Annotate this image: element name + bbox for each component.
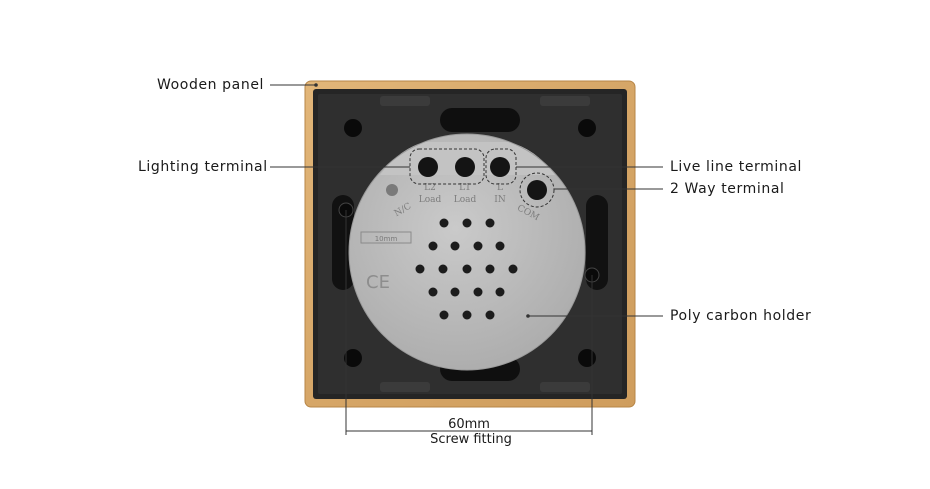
label-two-way-terminal: 2 Way terminal [670, 181, 785, 197]
live-terminal-highlight [485, 148, 517, 185]
corner-hole [344, 349, 362, 367]
vent-holes [415, 218, 518, 320]
terminal-l2 [418, 157, 438, 177]
terminal-nc [386, 184, 398, 196]
label-live-line-terminal: Live line terminal [670, 159, 803, 175]
ce-mark: CE [366, 272, 390, 293]
dimension-caption: Screw fitting [430, 432, 512, 447]
mark-in: IN [494, 195, 506, 205]
strip-gauge-label: 10mm [375, 235, 398, 243]
terminal-l1 [455, 157, 475, 177]
corner-hole [578, 349, 596, 367]
mark-load: Load [454, 195, 477, 205]
mark-load: Load [419, 195, 442, 205]
strip-gauge [360, 231, 412, 244]
mark-l1: L1 [459, 183, 471, 193]
terminal-com [527, 180, 547, 200]
label-poly-carbon-holder: Poly carbon holder [670, 308, 812, 324]
poly-carbon-holder [349, 134, 585, 370]
lighting-terminal-highlight [409, 148, 485, 185]
mark-l2: L2 [424, 183, 436, 193]
terminal-l-in [490, 157, 510, 177]
com-terminal-highlight [519, 172, 555, 208]
dimension-value: 60mm [448, 417, 490, 432]
label-wooden-panel: Wooden panel [157, 77, 265, 93]
corner-hole [344, 119, 362, 137]
corner-hole [578, 119, 596, 137]
mark-l: L [497, 183, 503, 193]
label-lighting-terminal: Lighting terminal [138, 159, 268, 175]
